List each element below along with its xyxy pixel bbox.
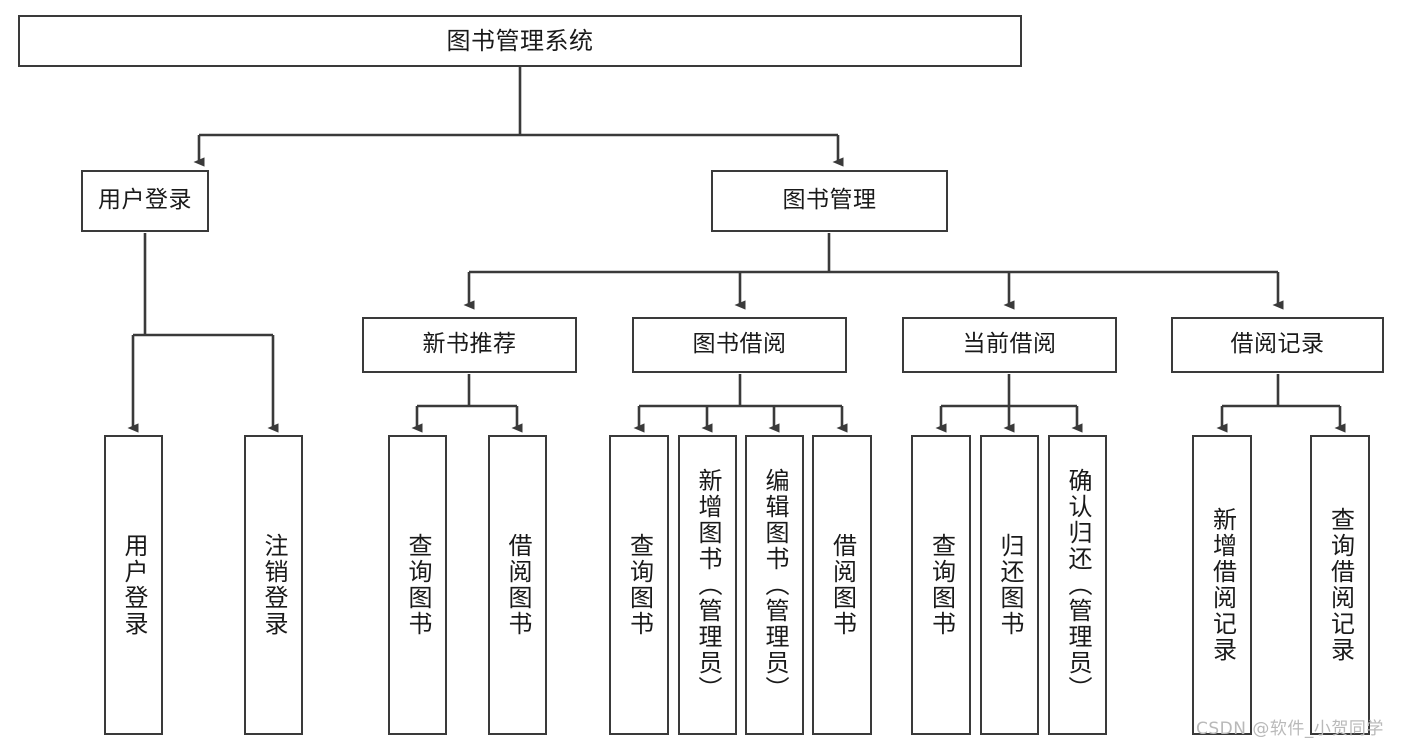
node-label: 当前借阅 (962, 331, 1057, 358)
node-label: 用户登录 (98, 187, 192, 214)
node-label: 借阅图书 (503, 533, 532, 637)
leaf-add-book-admin[interactable]: 新增图书（管理员） (678, 435, 737, 735)
node-label: 新增借阅记录 (1208, 507, 1237, 663)
node-borrow-record[interactable]: 借阅记录 (1171, 317, 1384, 373)
watermark-csdn: CSDN @软件_小贺同学 (1196, 719, 1384, 739)
leaf-add-borrow-record[interactable]: 新增借阅记录 (1192, 435, 1252, 735)
node-label: 编辑图书（管理员） (760, 468, 789, 702)
node-label: 确认归还（管理员） (1063, 468, 1092, 702)
node-label: 注销登录 (259, 533, 288, 637)
node-label: 用户登录 (119, 533, 148, 637)
node-label: 图书管理 (782, 187, 877, 214)
leaf-borrow-book-1[interactable]: 借阅图书 (488, 435, 547, 735)
node-label: 新增图书（管理员） (693, 468, 722, 702)
node-label: 图书管理系统 (446, 26, 594, 55)
leaf-borrow-book-2[interactable]: 借阅图书 (812, 435, 872, 735)
leaf-query-borrow-record[interactable]: 查询借阅记录 (1310, 435, 1370, 735)
leaf-logout-login[interactable]: 注销登录 (244, 435, 303, 735)
node-label: 归还图书 (995, 533, 1024, 637)
node-label: 查询借阅记录 (1326, 507, 1355, 663)
leaf-return-book[interactable]: 归还图书 (980, 435, 1039, 735)
leaf-user-login[interactable]: 用户登录 (104, 435, 163, 735)
node-book-manage[interactable]: 图书管理 (711, 170, 948, 232)
node-book-borrow[interactable]: 图书借阅 (632, 317, 847, 373)
node-label: 借阅图书 (828, 533, 857, 637)
leaf-query-book-2[interactable]: 查询图书 (609, 435, 669, 735)
node-label: 图书借阅 (692, 331, 787, 358)
node-label: 借阅记录 (1230, 331, 1325, 358)
node-new-book-recommend[interactable]: 新书推荐 (362, 317, 577, 373)
node-user-login[interactable]: 用户登录 (81, 170, 209, 232)
node-label: 新书推荐 (422, 331, 517, 358)
node-label: 查询图书 (403, 533, 432, 637)
leaf-confirm-return-admin[interactable]: 确认归还（管理员） (1048, 435, 1107, 735)
leaf-query-book-1[interactable]: 查询图书 (388, 435, 447, 735)
node-label: 查询图书 (625, 533, 654, 637)
node-root-book-management-system[interactable]: 图书管理系统 (18, 15, 1022, 67)
node-current-borrow[interactable]: 当前借阅 (902, 317, 1117, 373)
leaf-query-book-3[interactable]: 查询图书 (911, 435, 971, 735)
node-label: 查询图书 (927, 533, 956, 637)
leaf-edit-book-admin[interactable]: 编辑图书（管理员） (745, 435, 804, 735)
